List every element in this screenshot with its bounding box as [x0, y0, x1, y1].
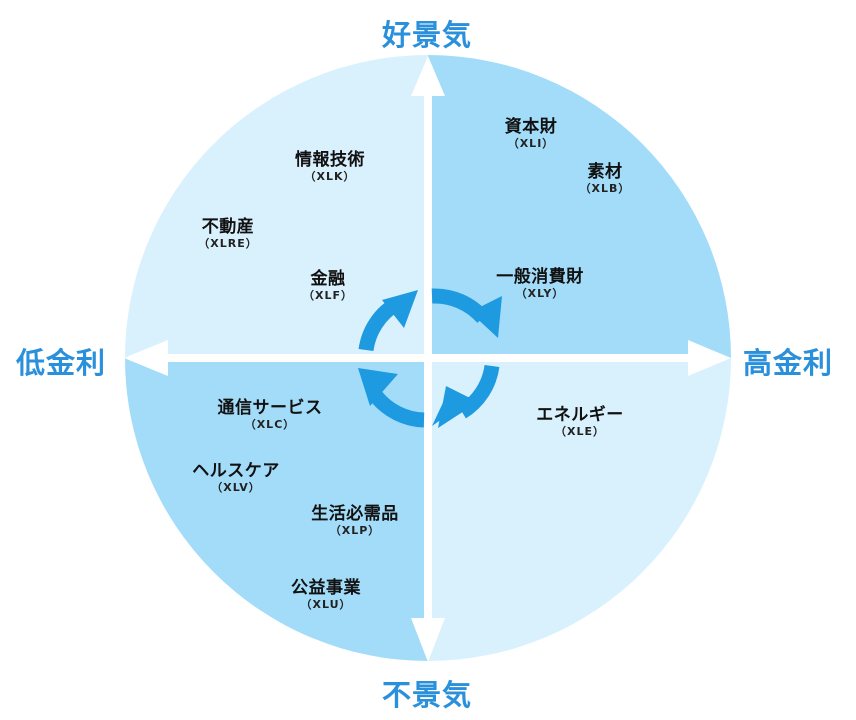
sector-ticker: （XLE）	[554, 425, 605, 438]
sector-xly: 一般消費財 （XLY）	[496, 267, 584, 301]
sector-ticker: （XLU）	[300, 598, 352, 611]
cycle-arrow-bottom-left	[370, 391, 425, 428]
sector-name: 金融	[310, 269, 346, 289]
sector-xle: エネルギー （XLE）	[536, 405, 624, 439]
arrow-right-icon	[688, 340, 731, 376]
arrow-down-icon	[411, 618, 445, 662]
sector-ticker: （XLK）	[304, 170, 356, 183]
sector-xlk: 情報技術 （XLK）	[295, 150, 365, 184]
cycle-arrowhead-top-right	[470, 296, 502, 338]
sector-ticker: （XLRE）	[198, 237, 258, 250]
sector-name: 情報技術	[295, 150, 365, 170]
sector-ticker: （XLY）	[515, 287, 565, 300]
sector-name: 不動産	[201, 217, 255, 237]
axis-label-bottom-recession: 不景気	[382, 678, 473, 712]
sector-xlc: 通信サービス （XLC）	[218, 398, 323, 432]
cycle-arrowhead-top-left	[382, 290, 418, 328]
axis-lines	[124, 56, 731, 662]
horizontal-axis-line	[160, 354, 700, 362]
axis-label-left-low-rate: 低金利	[16, 346, 107, 380]
axis-label-right-high-rate: 高金利	[743, 346, 834, 380]
sector-xlv: ヘルスケア （XLV）	[192, 461, 280, 495]
sector-ticker: （XLF）	[302, 289, 354, 302]
sector-name: ヘルスケア	[192, 461, 280, 481]
sector-name: 一般消費財	[496, 267, 584, 287]
sector-xlp: 生活必需品 （XLP）	[311, 504, 399, 538]
sector-ticker: （XLC）	[244, 418, 296, 431]
sector-xlf: 金融 （XLF）	[303, 269, 353, 303]
sector-xlre: 不動産 （XLRE）	[198, 217, 257, 251]
sector-name: 資本財	[504, 117, 558, 137]
arrow-up-icon	[411, 56, 445, 96]
sector-name: 素材	[587, 162, 623, 182]
sector-name: 公益事業	[291, 578, 361, 598]
clockwise-cycle-arrows-icon	[358, 288, 502, 428]
sector-name: エネルギー	[536, 405, 624, 425]
arrow-left-icon	[124, 340, 168, 376]
sector-name: 通信サービス	[217, 398, 323, 418]
axis-label-top-boom: 好景気	[382, 18, 473, 52]
sector-ticker: （XLI）	[507, 137, 555, 150]
sector-ticker: （XLP）	[329, 524, 381, 537]
sector-xli: 資本財 （XLI）	[505, 117, 558, 151]
sector-ticker: （XLB）	[579, 182, 631, 195]
sector-name: 生活必需品	[311, 504, 399, 524]
cycle-arrowhead-bottom-left	[358, 368, 398, 406]
sector-xlb: 素材 （XLB）	[580, 162, 631, 196]
sector-ticker: （XLV）	[211, 481, 261, 494]
sector-xlu: 公益事業 （XLU）	[291, 578, 361, 612]
cycle-arrowhead-bottom-right-2	[438, 386, 478, 428]
